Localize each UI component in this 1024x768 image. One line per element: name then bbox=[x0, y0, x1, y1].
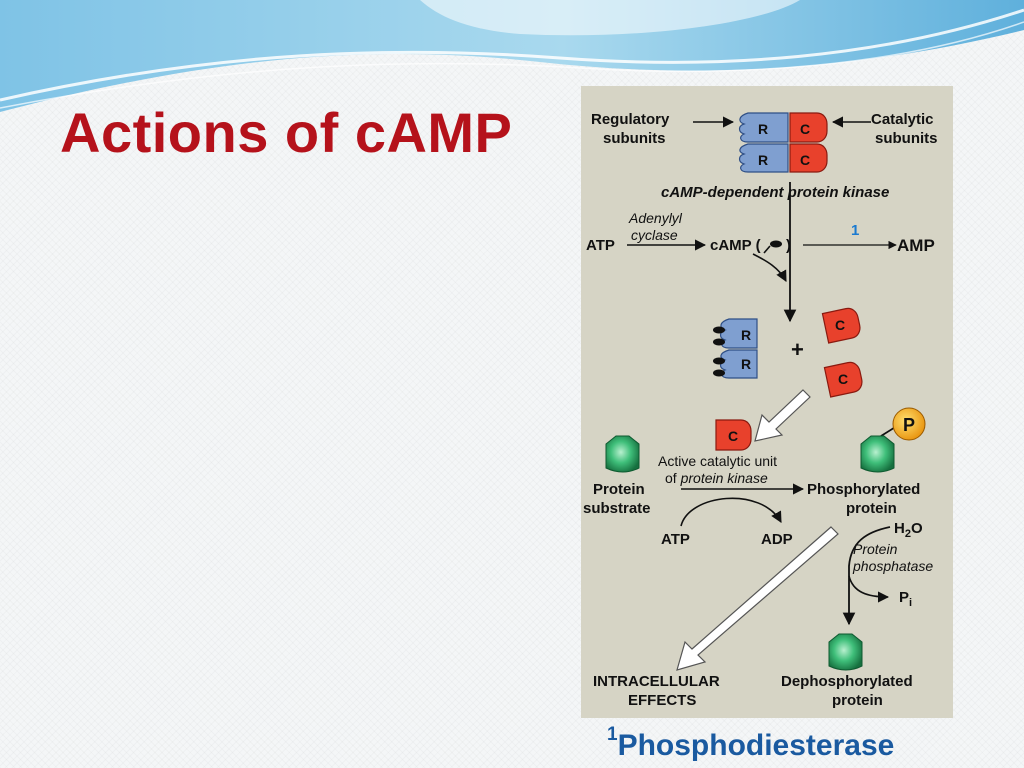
active-unit-label-line2: of protein kinase bbox=[665, 470, 768, 486]
footnote-text: Phosphodiesterase bbox=[617, 729, 895, 762]
header-wave-decoration bbox=[0, 0, 1024, 112]
protein-substrate-shape bbox=[605, 435, 640, 473]
protein-substrate-line2: substrate bbox=[583, 500, 651, 517]
r-label-4: R bbox=[741, 356, 751, 372]
holoenzyme-complex: R R C C bbox=[738, 112, 828, 173]
phosphatase-down-arrow bbox=[842, 526, 891, 626]
phosphorylated-line2: protein bbox=[846, 500, 897, 517]
hollow-arrow-to-effects bbox=[676, 526, 839, 671]
plus-sign: + bbox=[791, 337, 804, 362]
c-label-4: C bbox=[838, 371, 848, 387]
phosphorylated-line1: Phosphorylated bbox=[807, 481, 920, 498]
catalytic-label-line2: subunits bbox=[875, 130, 938, 147]
c-label-2: C bbox=[800, 152, 810, 168]
hollow-arrow-to-active-c bbox=[754, 389, 811, 442]
regulatory-subunit-shape-2 bbox=[738, 143, 789, 173]
enzyme-label-line2: cyclase bbox=[631, 227, 678, 243]
footnote: 1Phosphodiesterase bbox=[607, 724, 895, 763]
phosphorylated-protein-shape bbox=[860, 435, 895, 473]
c-label-1: C bbox=[800, 121, 810, 137]
camp-label: cAMP ( bbox=[710, 237, 761, 254]
active-unit-label-line1: Active catalytic unit bbox=[658, 453, 777, 469]
catalytic-label-line1: Catalytic bbox=[871, 111, 934, 128]
atp-substrate-label: ATP bbox=[661, 531, 690, 548]
r-label-1: R bbox=[758, 121, 768, 137]
phosphate-label: P bbox=[903, 415, 915, 435]
c-label-5: C bbox=[728, 428, 738, 444]
footnote-marker: 1 bbox=[607, 724, 618, 745]
pi-release-arrow bbox=[848, 575, 890, 603]
protein-substrate-line1: Protein bbox=[593, 481, 645, 498]
camp-label-close: ) bbox=[786, 237, 791, 254]
regulatory-subunit-shape-1 bbox=[738, 112, 789, 143]
phosphatase-label-line1: Protein bbox=[853, 541, 898, 557]
phosphate-circle bbox=[892, 407, 926, 441]
pi-label: Pi bbox=[899, 589, 912, 609]
slide-title: Actions of cAMP bbox=[60, 101, 513, 164]
active-catalytic-unit bbox=[715, 419, 752, 451]
regulatory-label-line2: subunits bbox=[603, 130, 666, 147]
intracellular-line2: EFFECTS bbox=[628, 692, 696, 709]
water-label: H2O bbox=[894, 520, 923, 540]
pde-marker: 1 bbox=[851, 222, 859, 239]
atp-label: ATP bbox=[586, 237, 615, 254]
amp-label: AMP bbox=[897, 236, 935, 255]
camp-pathway-diagram: Regulatory subunits Catalytic subunits R… bbox=[581, 86, 953, 718]
dephosphorylated-protein-shape bbox=[828, 633, 863, 671]
dephosphorylated-line2: protein bbox=[832, 692, 883, 709]
catalytic-subunit-shape-2 bbox=[789, 143, 828, 173]
regulatory-label-line1: Regulatory bbox=[591, 111, 670, 128]
regulatory-dimer-bound-camp: R R bbox=[713, 318, 758, 379]
c-label-3: C bbox=[835, 317, 845, 333]
atp-adp-curve-arrow bbox=[680, 497, 782, 527]
phosphatase-label-line2: phosphatase bbox=[852, 558, 933, 574]
r-label-3: R bbox=[741, 327, 751, 343]
adp-label: ADP bbox=[761, 531, 793, 548]
r-label-2: R bbox=[758, 152, 768, 168]
dephosphorylated-line1: Dephosphorylated bbox=[781, 673, 913, 690]
catalytic-subunit-shape-1 bbox=[789, 112, 828, 143]
camp-symbol-tail bbox=[763, 245, 771, 254]
camp-binding-arrow bbox=[752, 253, 787, 282]
intracellular-line1: INTRACELLULAR bbox=[593, 673, 720, 690]
enzyme-label-line1: Adenylyl bbox=[628, 210, 683, 226]
free-catalytic-subunit-2 bbox=[823, 361, 863, 398]
camp-symbol bbox=[770, 240, 782, 248]
free-catalytic-subunit-1 bbox=[821, 307, 861, 344]
kinase-label: cAMP-dependent protein kinase bbox=[661, 184, 889, 201]
